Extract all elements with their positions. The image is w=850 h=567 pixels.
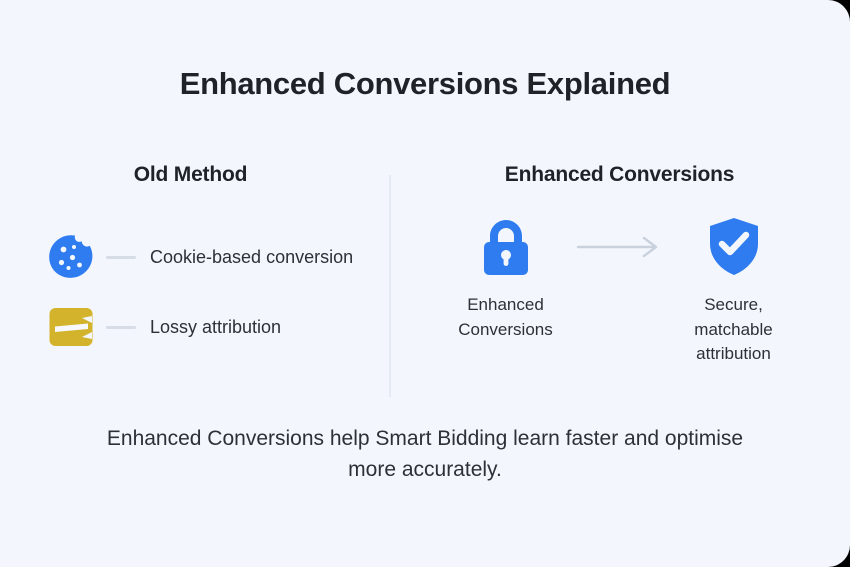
- connector-line: [106, 325, 136, 329]
- list-item: Lossy attribution: [48, 301, 353, 353]
- caption-text: Enhanced Conversions help Smart Bidding …: [106, 427, 744, 482]
- node-label-line1: Secure,: [704, 295, 763, 314]
- node-label-line2: Conversions: [458, 319, 553, 339]
- node-label-line2: matchable: [694, 319, 773, 339]
- old-method-list: Cookie-based conversion Lossy attributio…: [48, 231, 353, 371]
- cookie-icon-svg: [49, 235, 93, 278]
- lock-icon: [440, 215, 572, 279]
- flow-node-label: Secure, matchable attribution: [668, 293, 800, 367]
- cookie-icon: [48, 234, 94, 280]
- list-item-label: Cookie-based conversion: [150, 246, 354, 267]
- flow-node-secure-attribution: Secure, matchable attribution: [668, 215, 800, 367]
- list-item: Cookie-based conversion: [48, 231, 353, 283]
- page-title: Enhanced Conversions Explained: [179, 66, 671, 101]
- column-divider: [389, 175, 391, 397]
- arrow-right-icon: [572, 215, 668, 279]
- old-method-heading: Old Method: [133, 163, 248, 186]
- connector-line: [106, 255, 136, 259]
- lock-icon-svg: [483, 220, 528, 275]
- shield-check-icon-svg: [709, 218, 758, 275]
- comparison-columns: Old Method: [0, 163, 850, 398]
- flow-node-enhanced-conversions: Enhanced Conversions: [440, 215, 572, 342]
- lossy-attribution-icon: [48, 304, 94, 350]
- old-method-column: Old Method: [0, 163, 389, 346]
- arrow-right-icon-svg: [576, 236, 657, 258]
- flow-node-label: Enhanced Conversions: [440, 293, 572, 342]
- enhanced-conversions-heading: Enhanced Conversions: [504, 163, 735, 186]
- node-label-line3: attribution: [696, 344, 771, 364]
- conversion-flow: Enhanced Conversions: [389, 215, 850, 367]
- shield-check-icon: [668, 215, 800, 279]
- lossy-attribution-icon-svg: [49, 308, 93, 346]
- list-item-label: Lossy attribution: [150, 316, 282, 337]
- enhanced-conversions-column: Enhanced Conversions Enhanced Conversio: [389, 163, 850, 363]
- node-label-line1: Enhanced: [467, 295, 544, 314]
